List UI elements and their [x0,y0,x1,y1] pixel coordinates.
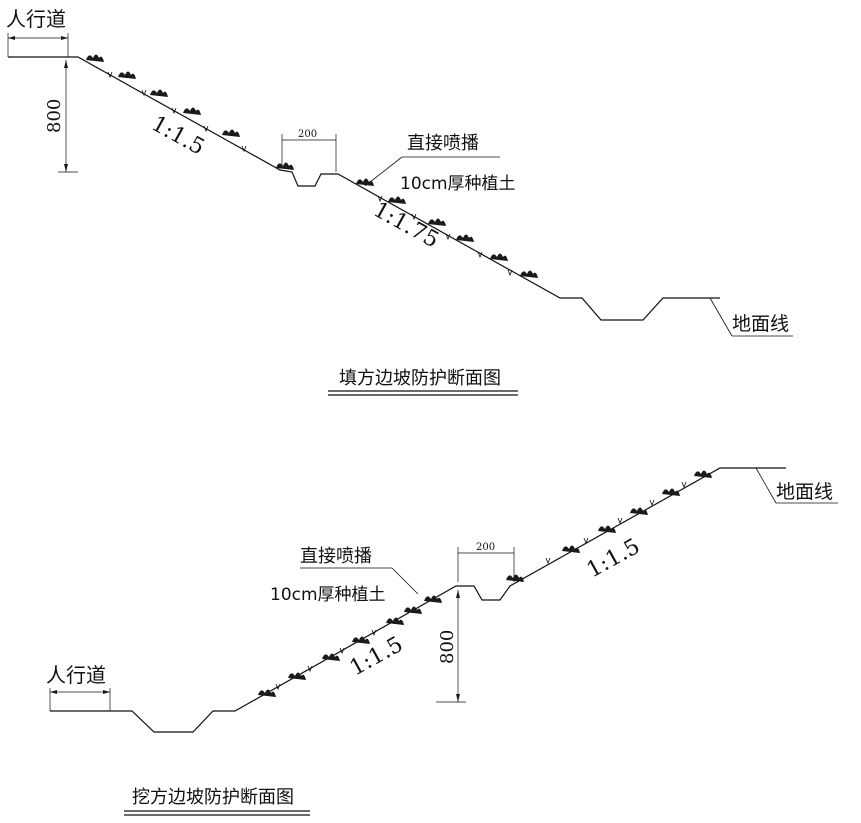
fill-sidewalk-arrow-right [61,36,68,40]
fill-slope-lower-label: 1:1.75 [369,197,443,253]
grass-tick [649,499,655,507]
cut-profile-line [50,467,786,733]
fill-height-dim-text: 800 [44,99,65,133]
grass-tick [445,233,451,241]
fill-ground-label: 地面线 [732,313,789,335]
cut-note-leader [391,567,419,595]
cut-vegetation [258,470,712,697]
grass-tick [275,683,281,691]
grass-tick [107,71,113,79]
shrub-icon [183,107,201,115]
shrub-icon [490,253,508,261]
shrub-icon [386,617,404,625]
grass-tick [203,125,209,133]
cut-ground-leader [755,467,777,504]
grass-tick [307,665,313,673]
grass-tick [377,195,383,203]
shrub-icon [424,595,442,603]
shrub-icon [404,606,422,614]
fill-section: 人行道 800 1:1.5 1:1.75 200 直接喷播 10cm厚种植土 地… [6,7,793,396]
fill-vegetation [86,54,538,278]
shrub-icon [356,178,374,186]
fill-ground-leader [709,297,733,337]
shrub-icon [428,218,446,226]
grass-tick [507,269,513,277]
fill-profile-line [8,56,720,321]
cut-height-dim-text: 800 [437,630,458,664]
fill-berm-dim-text: 200 [298,129,317,140]
cut-slope-upper-label: 1:1.5 [583,534,644,583]
grass-tick [583,537,589,545]
shrub-icon [258,689,276,697]
shrub-icon [86,54,104,62]
cut-sidewalk-label: 人行道 [46,663,106,687]
shrub-icon [388,196,406,204]
shrub-icon [118,71,136,79]
cut-note-line1: 直接喷播 [300,546,372,567]
fill-title: 填方边坡防护断面图 [339,368,501,389]
shrub-icon [276,162,294,170]
grass-tick [171,107,177,115]
fill-height-arrow-top [64,60,68,68]
shrub-icon [562,545,580,553]
grass-tick [477,251,483,259]
shrub-icon [322,653,340,661]
grass-tick [617,517,623,525]
fill-sidewalk-label: 人行道 [6,7,66,31]
shrub-icon [694,470,712,478]
shrub-icon [352,636,370,644]
cut-sidewalk-arrow-left [50,690,57,694]
grass-tick [371,629,377,637]
cut-ground-label: 地面线 [776,481,833,503]
fill-height-arrow-bottom [64,164,68,172]
cut-title: 挖方边坡防护断面图 [132,787,294,808]
grass-tick [141,89,147,97]
fill-note-line2: 10cm厚种植土 [400,174,516,194]
fill-note-line1: 直接喷播 [407,133,479,154]
cut-note-line2: 10cm厚种植土 [270,585,386,605]
grass-tick [411,213,417,221]
shrub-icon [288,672,306,680]
cut-section: 人行道 800 1:1.5 1:1.5 200 直接喷播 10cm厚种植土 地面… [46,467,838,816]
cut-height-arrow-top [456,590,460,598]
shrub-icon [222,129,240,137]
grass-tick [545,557,551,565]
grass-tick [681,481,687,489]
shrub-icon [662,488,680,496]
fill-slope-upper-label: 1:1.5 [147,111,208,160]
grass-tick [241,145,247,153]
fill-sidewalk-arrow-left [8,36,15,40]
grass-tick [339,647,345,655]
cut-sidewalk-arrow-right [103,690,110,694]
shrub-icon [456,234,474,242]
shrub-icon [598,525,616,533]
shrub-icon [150,89,168,97]
shrub-icon [630,507,648,515]
shrub-icon [520,270,538,278]
shrub-icon [506,574,524,582]
cut-height-arrow-bottom [456,694,460,702]
cut-berm-dim-text: 200 [476,542,495,553]
